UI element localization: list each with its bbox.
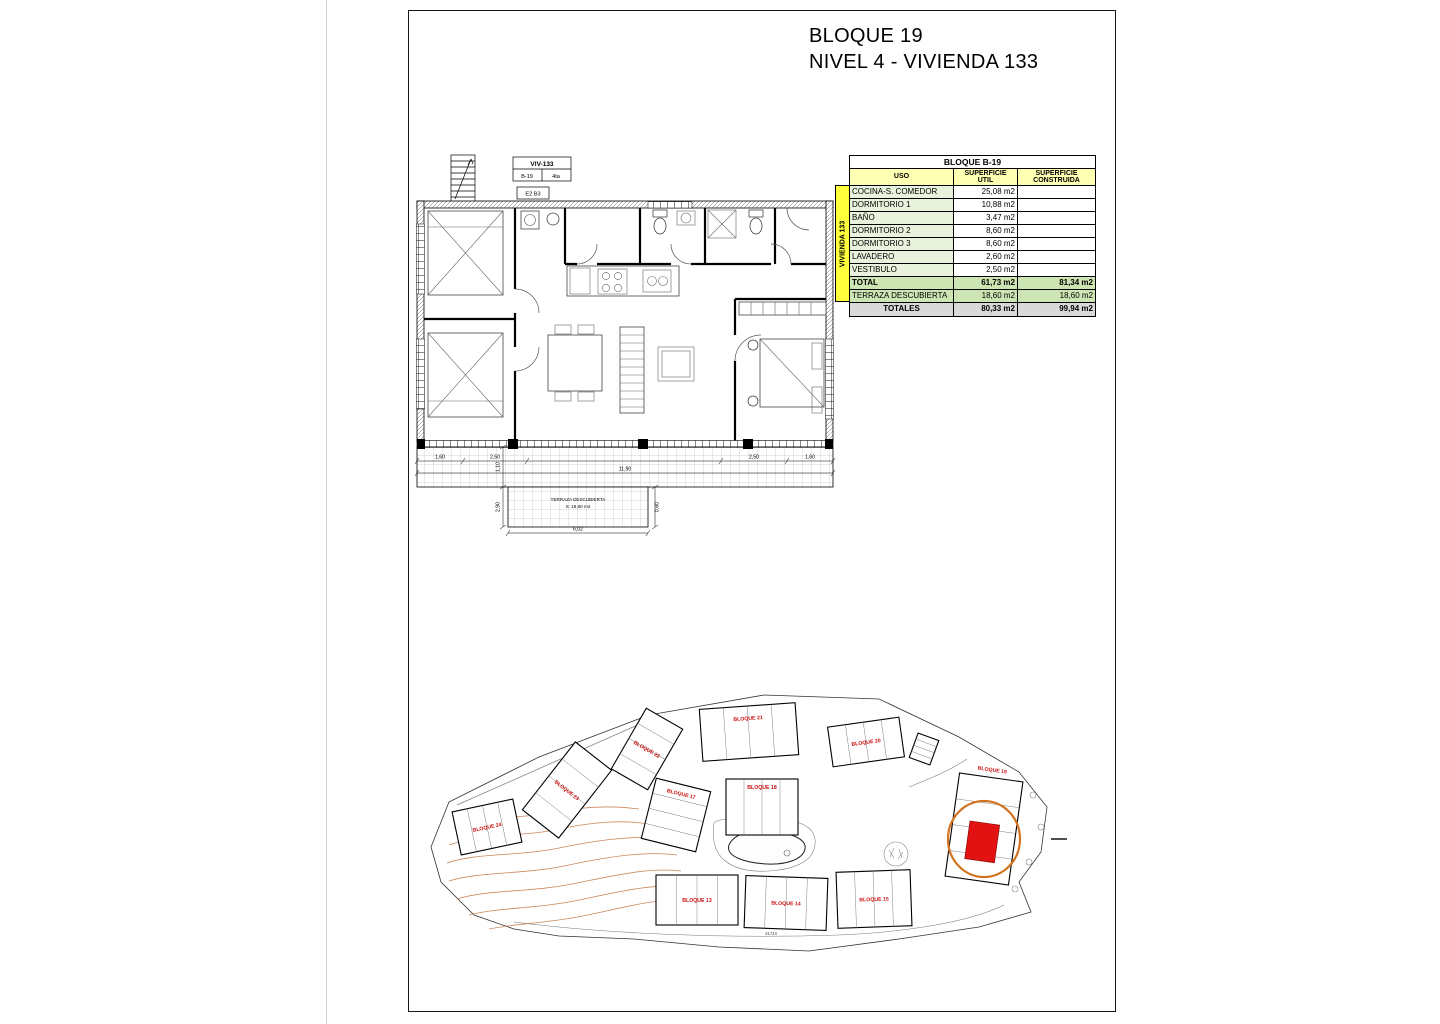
site-block: BLOQUE 22: [610, 707, 684, 791]
site-block: [908, 732, 940, 766]
site-block: BLOQUE 21: [698, 702, 800, 762]
vivienda-strip: VIVIENDA 133: [835, 185, 849, 302]
col-util: SUPERFICIE UTIL: [953, 168, 1018, 186]
kitchen-counter: [566, 265, 680, 297]
legend-block: B-19: [521, 174, 533, 180]
dimensions: 1,60 2,50 2,50 1,60 11,90 6,02 1,10 2,90…: [415, 444, 836, 537]
dining-table: [547, 334, 603, 392]
vivienda-strip-label: VIVIENDA 133: [839, 220, 846, 267]
shelf-unit: [619, 326, 645, 414]
terrace-area: S: 18,60 m2: [566, 504, 591, 509]
sink: [642, 269, 672, 293]
highlighted-unit: [964, 820, 1001, 864]
site-block: BLOQUE 23: [521, 741, 613, 839]
stove: [597, 268, 628, 295]
stairwell: [450, 154, 476, 204]
site-block: BLOQUE 15: [835, 869, 913, 929]
shower: [707, 209, 737, 239]
dim-label: 1,10: [496, 462, 502, 472]
terrace-label: TERRAZA DESCUBIERTA: [551, 497, 607, 502]
dim-label: 2,90: [496, 502, 502, 512]
unit-legend: VIV-133 B-19 4ta E2 B3: [512, 156, 572, 200]
columns: [417, 439, 833, 449]
table-row-total: TOTAL 61,73 m2 81,34 m2: [849, 276, 1096, 290]
terrace-lower: [507, 486, 649, 528]
site-block: BLOQUE 14: [743, 875, 829, 931]
dim-label: 2,50: [490, 455, 500, 461]
table-title: BLOQUE B-19: [849, 155, 1096, 169]
site-block-label: BLOQUE 18: [747, 785, 777, 791]
site-block: BLOQUE 19: [944, 766, 1024, 886]
site-ref-number: 31743: [765, 931, 777, 936]
nightstand: [747, 395, 759, 407]
table-row-totales: TOTALES 80,33 m2 99,94 m2: [849, 302, 1096, 317]
table-row: DORMITORIO 1 10,88 m2: [849, 198, 1096, 212]
site-block-label: BLOQUE 19: [977, 766, 1007, 776]
site-block: BLOQUE 18: [725, 778, 799, 836]
table-row: LAVADERO 2,60 m2: [849, 250, 1096, 264]
floor-plan: VIV-133 B-19 4ta E2 B3 TERRAZA DESCUBIER…: [415, 154, 836, 537]
playground: [883, 841, 909, 867]
water-heater: [546, 212, 560, 226]
legend-level: 4ta: [552, 174, 561, 180]
terrace-glass-front: [416, 440, 834, 448]
title-line-1: BLOQUE 19: [809, 25, 923, 47]
window: [647, 201, 693, 209]
furniture: [427, 209, 827, 418]
dim-label: 2,50: [749, 455, 759, 461]
window: [416, 338, 425, 410]
nightstand: [747, 339, 759, 351]
washbasin-1: [676, 210, 696, 226]
legend-unit: VIV-133: [530, 161, 554, 168]
table-title-row: BLOQUE B-19: [849, 155, 1096, 169]
table-row: DORMITORIO 2 8,60 m2: [849, 224, 1096, 238]
table-row: COCINA-S. COMEDOR 25,08 m2: [849, 185, 1096, 199]
dim-label: 1,60: [805, 455, 815, 461]
area-table: VIVIENDA 133 BLOQUE B-19 USO SUPERFICIE …: [835, 155, 1096, 317]
window: [416, 223, 425, 295]
site-block-label: BLOQUE 14: [771, 900, 801, 907]
wardrobe: [738, 301, 827, 316]
washer: [520, 210, 540, 230]
site-block: BLOQUE 13: [655, 874, 739, 926]
table-row: DORMITORIO 3 8,60 m2: [849, 237, 1096, 251]
sheet-title: BLOQUE 19 NIVEL 4 - VIVIENDA 133: [809, 23, 1038, 76]
table-row: VESTIBULO 2,50 m2: [849, 263, 1096, 277]
dim-label: 0,60: [655, 502, 661, 512]
highlight-circle: [946, 799, 1022, 879]
trees: [1011, 791, 1045, 893]
sheet-frame: BLOQUE 19 NIVEL 4 - VIVIENDA 133: [408, 10, 1116, 1012]
site-block-label: BLOQUE 15: [859, 896, 889, 903]
col-construida: SUPERFICIE CONSTRUIDA: [1017, 168, 1096, 186]
interior-walls: [424, 208, 826, 441]
col-uso: USO: [849, 168, 954, 186]
dim-label: 6,02: [573, 527, 583, 533]
toilet-2: [748, 209, 764, 218]
door-swings: [514, 207, 810, 372]
site-block-label: BLOQUE 20: [851, 738, 881, 748]
table-row: BAÑO 3,47 m2: [849, 211, 1096, 225]
window: [825, 338, 834, 420]
dim-label: 11,90: [619, 467, 632, 473]
table-header-row: USO SUPERFICIE UTIL SUPERFICIE CONSTRUID…: [849, 168, 1096, 186]
site-block: BLOQUE 20: [826, 716, 906, 768]
coffee-table: [657, 346, 695, 382]
sheet-margin-line: [326, 0, 327, 1024]
toilet-1: [652, 209, 668, 218]
site-boundary: [430, 694, 1048, 952]
dim-label: 1,60: [435, 455, 445, 461]
table-row-terraza: TERRAZA DESCUBIERTA 18,60 m2 18,60 m2: [849, 289, 1096, 303]
legend-badge: E2 B3: [525, 192, 540, 198]
site-block: BLOQUE 17: [640, 777, 712, 853]
site-block-label: BLOQUE 13: [682, 898, 712, 904]
title-line-2: NIVEL 4 - VIVIENDA 133: [809, 51, 1039, 74]
site-block: BLOQUE 24: [451, 798, 523, 856]
site-block-label: BLOQUE 21: [733, 715, 763, 723]
